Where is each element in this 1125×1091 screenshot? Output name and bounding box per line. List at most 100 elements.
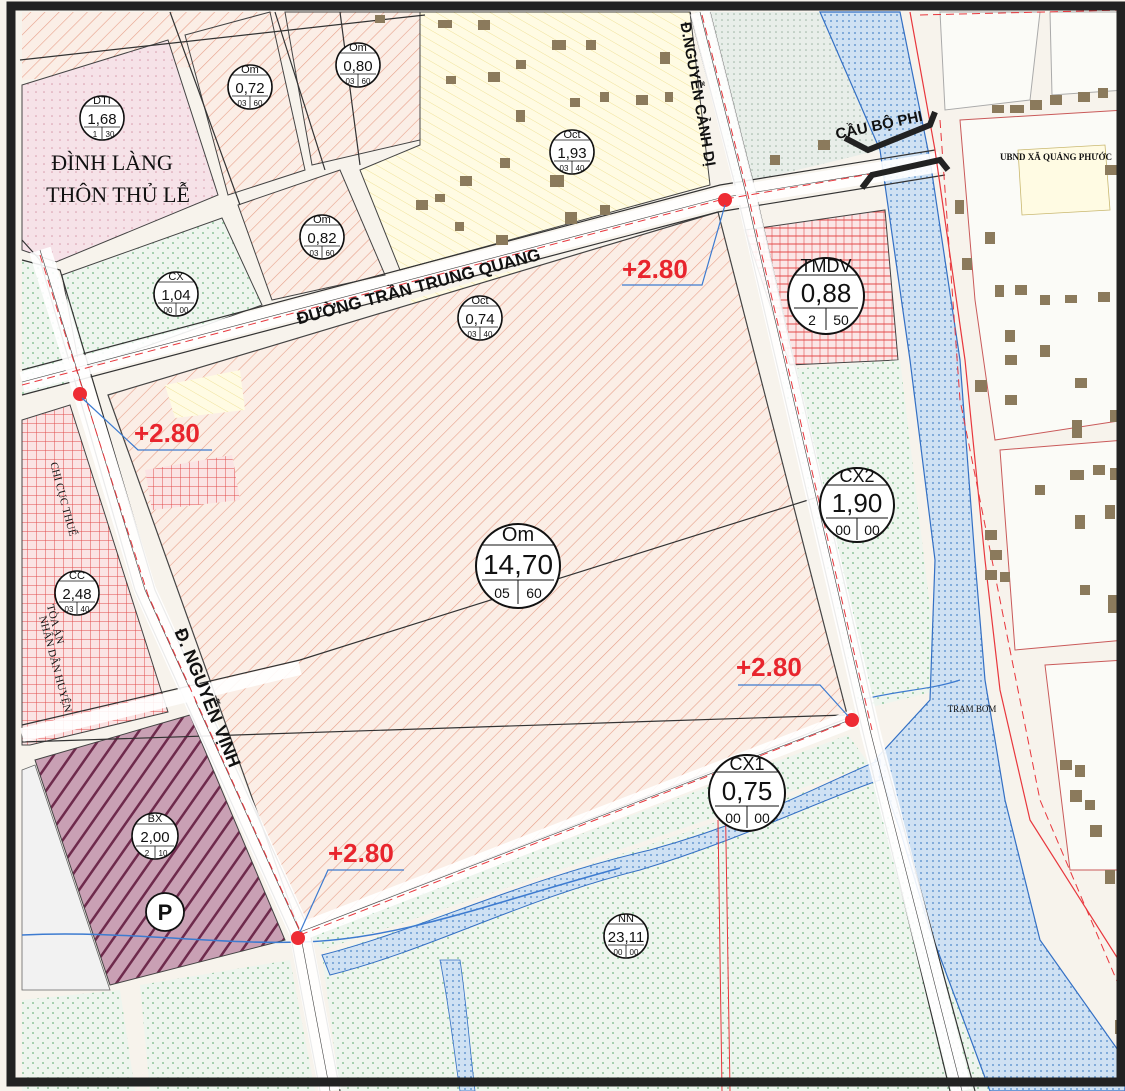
river [819, 11, 1125, 1091]
parcel-height: 60 [254, 99, 263, 108]
parcel-density: 03 [65, 605, 74, 614]
landmark-thon-thu-le: THÔN THỦ LỄ [46, 182, 190, 207]
parcel-area: 0,80 [343, 58, 372, 75]
parcel-density: 2 [145, 849, 150, 858]
parcel-label-om-080: Om 0,80 03 60 [335, 42, 381, 88]
parcel-height: 00 [754, 810, 770, 826]
parcel-area: 0,72 [235, 80, 264, 97]
elevation-label: +2.80 [736, 652, 802, 682]
parcel-code: DTI [93, 95, 111, 107]
parcel-area: 1,68 [87, 111, 116, 128]
parcel-label-cx2: CX2 1,90 00 00 [819, 466, 895, 543]
parcel-right-mid [999, 439, 1125, 651]
red-line-south-2 [717, 819, 723, 1091]
parcel-area: 14,70 [483, 549, 553, 580]
parcel-height: 60 [326, 249, 335, 258]
parcel-density: 03 [238, 99, 247, 108]
parcel-nn [322, 770, 1000, 1091]
parcel-label-cc: CC 2,48 03 40 [54, 570, 100, 616]
parcel-area: 1,90 [832, 488, 883, 518]
parcel-height: 40 [484, 330, 493, 339]
parcel-code: Om [502, 524, 534, 546]
landmark-ubnd: UBND XÃ QUẢNG PHƯỚC [1000, 152, 1112, 162]
buildings [375, 15, 1125, 1034]
parcel-cc [21, 404, 169, 746]
parcel-density: 03 [310, 249, 319, 258]
parking-symbol: P [158, 900, 173, 925]
parcel-label-oct-074: Oct 0,74 03 40 [457, 295, 503, 341]
map-frame [6, 1, 1125, 1087]
elevation-point [718, 193, 732, 207]
parcel-label-cx1: CX1 0,75 00 00 [708, 754, 786, 832]
parcel-label-om-1470: Om 14,70 05 60 [475, 523, 561, 609]
parcel-area: 23,11 [608, 929, 644, 946]
road-south-edge [299, 717, 856, 933]
parcel-dtl [21, 39, 219, 263]
parcel-code: Oct [563, 129, 580, 141]
parcel-density: 1 [93, 130, 98, 139]
parcel-height: 00 [180, 306, 189, 315]
parcel-label-dti: DTI 1,68 1 30 [79, 95, 125, 141]
parcel-density: 2 [808, 312, 816, 328]
parcel-green-bl2 [140, 960, 315, 1091]
parcel-density: 03 [346, 77, 355, 86]
parcel-code: NN [618, 913, 634, 925]
landmark-dinh-lang: ĐÌNH LÀNG [51, 150, 173, 175]
elevation-point [845, 713, 859, 727]
elevation-label: +2.80 [134, 418, 200, 448]
parcel-green-bl1 [22, 990, 135, 1091]
elevation-label: +2.80 [328, 838, 394, 868]
parcel-area: 2,48 [62, 586, 91, 603]
parcel-code: CX1 [729, 754, 764, 774]
parcel-code: CX [168, 271, 184, 283]
parcel-area: 0,74 [465, 311, 494, 328]
parcel-code: Oct [471, 295, 488, 307]
bridge-north [843, 110, 938, 154]
elevation-point [73, 387, 87, 401]
parcel-height: 00 [864, 522, 880, 538]
parcel-area: 1,93 [557, 145, 586, 162]
parcel-density: 05 [494, 585, 510, 601]
parking-icon: P [145, 892, 185, 932]
river-boundary [909, 11, 1125, 971]
parcel-ubnd-inner [1017, 144, 1111, 216]
parcel-height: 10 [159, 849, 168, 858]
parcel-label-nn: NN 23,11 00 00 [603, 913, 649, 959]
parcel-right-top2 [1049, 11, 1125, 96]
elevation-markers: +2.80 +2.80 +2.80 +2.80 [73, 193, 859, 945]
parcel-area: 2,00 [140, 829, 169, 846]
parcel-label-tmdv: TMDV 0,88 2 50 [787, 256, 865, 335]
parcel-code: Om [241, 64, 259, 76]
road-west [20, 661, 302, 742]
parcel-height: 40 [576, 164, 585, 173]
parcel-density: 03 [468, 330, 477, 339]
parcel-small-red [145, 455, 240, 510]
parcel-label-cx-104: CX 1,04 00 00 [153, 271, 199, 317]
parcel-height: 50 [833, 312, 849, 328]
parcel-code: Om [349, 42, 367, 54]
parcel-label-om-082: Om 0,82 03 60 [299, 214, 345, 260]
road-nguyen-canh-di-edge [699, 11, 963, 1091]
canal-branch [439, 959, 476, 1091]
plan-boundaries [21, 9, 1125, 1001]
parcel-code: Om [313, 214, 331, 226]
parcel-height: 60 [526, 585, 542, 601]
parcel-area: 0,88 [801, 278, 852, 308]
landmark-tram-bom: TRẠM BƠM [948, 704, 997, 714]
parcel-right-top [939, 11, 1041, 111]
red-line-south [724, 779, 731, 1091]
parcel-small-yellow [165, 370, 245, 418]
parcel-area: 0,82 [307, 230, 336, 247]
parcel-height: 40 [81, 605, 90, 614]
parcel-density: 00 [164, 306, 173, 315]
bridge-south [859, 156, 951, 190]
parcel-height: 30 [106, 130, 115, 139]
parcel-area: 1,04 [161, 287, 190, 304]
elevation-point [291, 931, 305, 945]
parcel-code: CX2 [839, 466, 874, 486]
parcel-density: 00 [835, 522, 851, 538]
parcel-density: 00 [725, 810, 741, 826]
parcel-density: 00 [614, 948, 623, 957]
